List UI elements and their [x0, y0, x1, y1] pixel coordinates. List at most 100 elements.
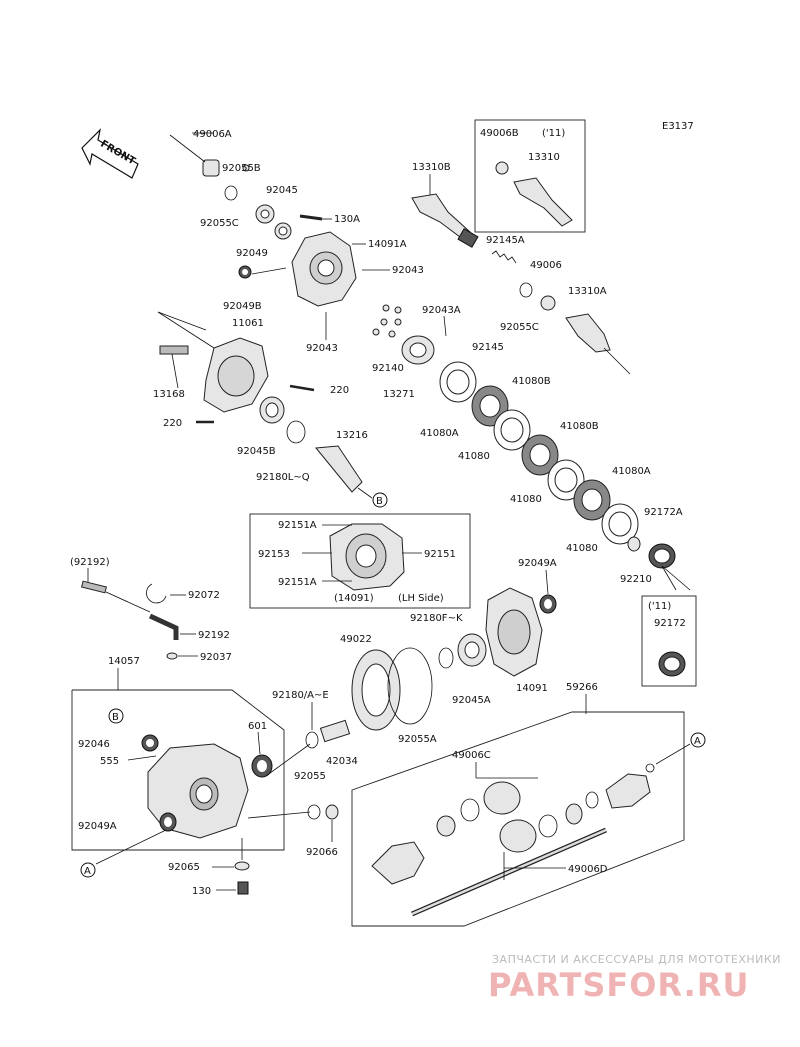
label-92145a: 92145A: [486, 235, 525, 246]
bearing-49006b: [495, 161, 509, 175]
label-42034: 42034: [326, 756, 358, 767]
label-601: 601: [248, 721, 267, 732]
label-13310: 13310: [528, 152, 560, 163]
watermark: ЗАПЧАСТИ И АКСЕССУАРЫ ДЛЯ МОТОТЕХНИКИ PA…: [488, 953, 781, 1004]
label-92043a: 92043A: [422, 305, 461, 316]
label-92140: 92140: [372, 363, 404, 374]
label-92045: 92045: [266, 185, 298, 196]
label-13310a: 13310A: [568, 286, 607, 297]
watermark-brand: PARTSFOR.RU: [488, 966, 749, 1004]
callout-b-lower: [108, 708, 124, 724]
upper-left-group: 49006A 92055B 92055C 92045 92049 130A 14…: [169, 129, 424, 354]
clutch-pack-group: 92043A 92145 92140 13271 41080B 41080A 4…: [372, 304, 697, 687]
label-92055b: 92055B: [222, 163, 261, 174]
label-13271: 13271: [383, 389, 415, 400]
watermark-subtitle: ЗАПЧАСТИ И АКСЕССУАРЫ ДЛЯ МОТОТЕХНИКИ: [492, 953, 781, 966]
label-41080b-1: 41080B: [512, 376, 551, 387]
label-92151a-top: 92151A: [278, 520, 317, 531]
label-92055c-top: 92055C: [200, 218, 239, 229]
label-92151a-bottom: 92151A: [278, 577, 317, 588]
label-41080b-2: 41080B: [560, 421, 599, 432]
cage-inner: [436, 815, 456, 837]
label-14091: 14091: [516, 683, 548, 694]
shaft-13168: [159, 345, 189, 355]
label-92055c-mid: 92055C: [500, 322, 539, 333]
callout-b-upper: [372, 492, 388, 508]
callout-b-lower-label: B: [112, 712, 119, 723]
ring-92210: [627, 536, 641, 552]
clamp-92037: [166, 652, 178, 660]
gear-case-group: 14057 B 92046 555 601 92049A A 92065 130…: [71, 656, 358, 897]
label-92145: 92145: [472, 342, 504, 353]
label-92049a-right: 92049A: [518, 558, 557, 569]
propeller-shaft-group: 13310B 92145A 49006B ('11) 13310 49006 9…: [411, 119, 631, 375]
label-92072: 92072: [188, 590, 220, 601]
label-92192-paren: (92192): [70, 557, 110, 568]
label-2011-bottom: ('11): [648, 601, 671, 612]
oring-92055c-top: [224, 185, 238, 201]
boot-49006c: [483, 781, 521, 815]
clutch-plate-stack: [439, 361, 639, 545]
oring-92055c-mid: [519, 282, 533, 298]
label-41080a-1: 41080A: [420, 428, 459, 439]
shaft-13310: [513, 177, 573, 227]
label-13216: 13216: [336, 430, 368, 441]
label-41080-1: 41080: [458, 451, 490, 462]
label-92055a: 92055A: [398, 734, 437, 745]
label-130: 130: [192, 886, 211, 897]
boot-49006d: [499, 819, 537, 853]
label-41080-3: 41080: [566, 543, 598, 554]
shim-92180ae: [305, 731, 319, 749]
box-14057: [71, 689, 285, 851]
label-92210: 92210: [620, 574, 652, 585]
label-130a: 130A: [334, 214, 360, 225]
label-92037: 92037: [200, 652, 232, 663]
label-92045a: 92045A: [452, 695, 491, 706]
front-arrow-icon: FRONT: [81, 128, 139, 179]
lh-side-box: 92151A 92153 92151 92151A (14091) (LH Si…: [249, 513, 471, 609]
label-2011-top: ('11): [542, 128, 565, 139]
drive-shaft-group: 59266 A 49006C 49006D: [351, 682, 706, 927]
label-14091-box: (14091): [334, 593, 374, 604]
nut-92066: [325, 804, 339, 820]
washer-92065: [234, 861, 250, 871]
label-49006d: 49006D: [568, 864, 608, 875]
bolt-130: [237, 881, 249, 895]
label-220-left: 220: [163, 418, 182, 429]
cv-joint-inner: [605, 773, 651, 809]
box-2011-shaft: [474, 119, 586, 233]
box-2011-seal: [641, 595, 697, 687]
label-92066: 92066: [306, 847, 338, 858]
bearing-49006a: [202, 159, 220, 177]
label-220-right: 220: [330, 385, 349, 396]
label-49006c: 49006C: [452, 750, 491, 761]
label-41080-2: 41080: [510, 494, 542, 505]
callout-a-right-label: A: [694, 736, 701, 747]
oring-92055a: [387, 647, 433, 725]
label-41080a-2: 41080A: [612, 466, 651, 477]
label-49006b: 49006B: [480, 128, 519, 139]
label-13168: 13168: [153, 389, 185, 400]
label-92172a: 92172A: [644, 507, 683, 518]
label-92049: 92049: [236, 248, 268, 259]
label-92180lq: 92180L~Q: [256, 472, 310, 483]
label-92065: 92065: [168, 862, 200, 873]
label-14057: 14057: [108, 656, 140, 667]
label-lh-side: (LH Side): [398, 593, 444, 604]
breather-group: (92192) 92072 92192 92037: [70, 557, 232, 663]
bearing-49006: [540, 295, 556, 311]
label-92153: 92153: [258, 549, 290, 560]
label-92180ae: 92180/A~E: [272, 690, 329, 701]
callout-a-left-label: A: [84, 866, 91, 877]
shaft-13310a: [565, 313, 611, 353]
hose-92192: [148, 613, 179, 640]
label-92172: 92172: [654, 618, 686, 629]
label-13310b: 13310B: [412, 162, 451, 173]
label-92043-bottom: 92043: [306, 343, 338, 354]
callout-b-upper-label: B: [376, 496, 383, 507]
oring-92055b: [242, 164, 250, 172]
label-92049b: 92049B: [223, 301, 262, 312]
label-92046: 92046: [78, 739, 110, 750]
label-92043-right: 92043: [392, 265, 424, 276]
